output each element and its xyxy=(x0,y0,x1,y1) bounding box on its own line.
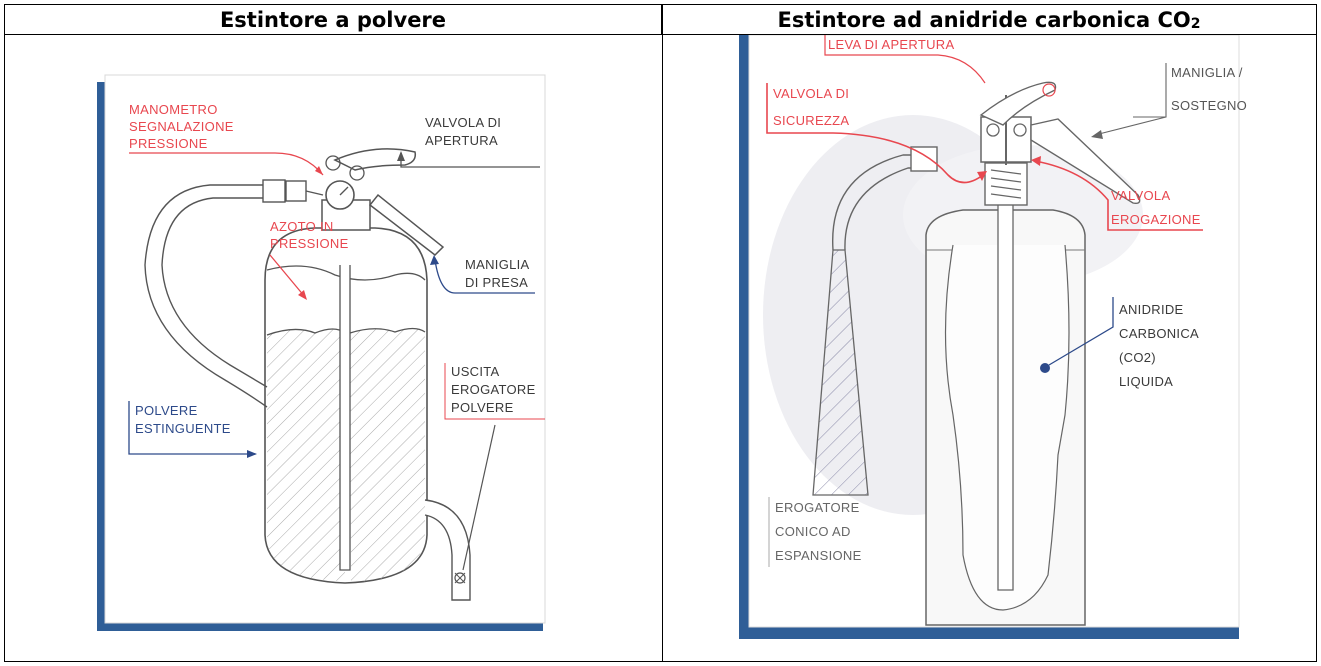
label-erogazione-2: EROGAZIONE xyxy=(1111,212,1201,227)
header-powder-text: Estintore a polvere xyxy=(219,7,447,32)
powder-surface xyxy=(266,327,426,336)
arrow-sicurezza xyxy=(766,83,984,184)
frame-shadow-bottom xyxy=(97,623,543,631)
carrying-handle xyxy=(1030,118,1141,205)
label-sicurezza-2: SICUREZZA xyxy=(773,113,849,128)
label-leva: LEVA DI APERTURA xyxy=(828,37,954,52)
label-polvere-1: POLVERE xyxy=(135,403,198,418)
label-manometro-1: MANOMETRO xyxy=(129,102,218,117)
co2-extinguisher-cell: LEVA DI APERTURA MANIGLIA / SOSTEGNO VAL… xyxy=(663,35,1316,661)
comparison-table: Estintore a polvere Estintore ad anidrid… xyxy=(4,4,1317,662)
column-divider xyxy=(662,5,663,661)
powder-extinguisher-cell: MANOMETRO SEGNALAZIONE PRESSIONE VALVOLA… xyxy=(5,35,662,661)
opening-lever xyxy=(333,148,417,171)
arrow-azoto xyxy=(269,254,306,298)
label-sicurezza-1: VALVOLA DI xyxy=(773,86,849,101)
arrow-uscita xyxy=(462,424,496,571)
label-uscita-3: POLVERE xyxy=(451,400,514,415)
label-polvere-2: ESTINGUENTE xyxy=(135,421,231,436)
label-valvola-2: APERTURA xyxy=(425,133,498,148)
label-erogatore-1: EROGATORE xyxy=(775,500,860,515)
frame-shadow-bottom xyxy=(739,627,1239,639)
label-azoto-2: PRESSIONE xyxy=(270,236,349,251)
outlet-nozzle xyxy=(424,499,471,601)
arrow-polvere xyxy=(128,401,253,455)
label-azoto-1: AZOTO IN xyxy=(270,219,334,234)
label-maniglia-2: DI PRESA xyxy=(465,275,528,290)
label-anidride-1: ANIDRIDE xyxy=(1119,302,1184,317)
powder-fill xyxy=(267,329,345,581)
arrow-erogazione xyxy=(1034,160,1203,231)
label-anidride-2: CARBONICA xyxy=(1119,326,1199,341)
label-anidride-4: LIQUIDA xyxy=(1119,374,1173,389)
maniglia-bracket xyxy=(1094,63,1167,136)
carrying-handle xyxy=(368,193,445,256)
valve-spring xyxy=(984,162,1028,206)
powder-extinguisher-diagram: MANOMETRO SEGNALAZIONE PRESSIONE VALVOLA… xyxy=(97,74,546,631)
label-valvola-1: VALVOLA DI xyxy=(425,115,501,130)
arrow-maniglia xyxy=(434,259,535,294)
hose-coupling xyxy=(262,179,286,203)
frame-shadow-left xyxy=(97,82,105,627)
label-erogazione-1: VALVOLA xyxy=(1111,188,1170,203)
dip-tube xyxy=(339,265,351,571)
co2-extinguisher-diagram: LEVA DI APERTURA MANIGLIA / SOSTEGNO VAL… xyxy=(739,35,1247,639)
opening-lever xyxy=(979,81,1057,126)
label-erogatore-3: ESPANSIONE xyxy=(775,548,862,563)
label-maniglia-2: SOSTEGNO xyxy=(1171,98,1247,113)
label-uscita-1: USCITA xyxy=(451,364,500,379)
label-anidride-3: (CO2) xyxy=(1119,350,1156,365)
leva-bracket xyxy=(824,35,986,84)
header-powder: Estintore a polvere xyxy=(5,5,662,35)
label-manometro-2: SEGNALAZIONE xyxy=(129,119,234,134)
dip-tube xyxy=(997,185,1014,591)
hose xyxy=(832,154,923,251)
label-uscita-2: EROGATORE xyxy=(451,382,536,397)
frame-shadow-left xyxy=(739,35,749,630)
label-erogatore-2: CONICO AD xyxy=(775,524,851,539)
anidride-marker xyxy=(1040,363,1050,373)
uscita-bracket xyxy=(444,363,545,420)
header-co2-text: Estintore ad anidride carbonica CO xyxy=(777,7,1191,32)
anidride-bracket xyxy=(1048,297,1114,366)
label-maniglia-1: MANIGLIA / xyxy=(1171,65,1243,80)
hose xyxy=(144,184,268,408)
header-co2-subscript: 2 xyxy=(1190,15,1201,32)
label-manometro-3: PRESSIONE xyxy=(129,136,208,151)
gas-zone-line xyxy=(266,265,426,281)
label-maniglia-1: MANIGLIA xyxy=(465,257,530,272)
powder-fill-right xyxy=(350,328,425,582)
